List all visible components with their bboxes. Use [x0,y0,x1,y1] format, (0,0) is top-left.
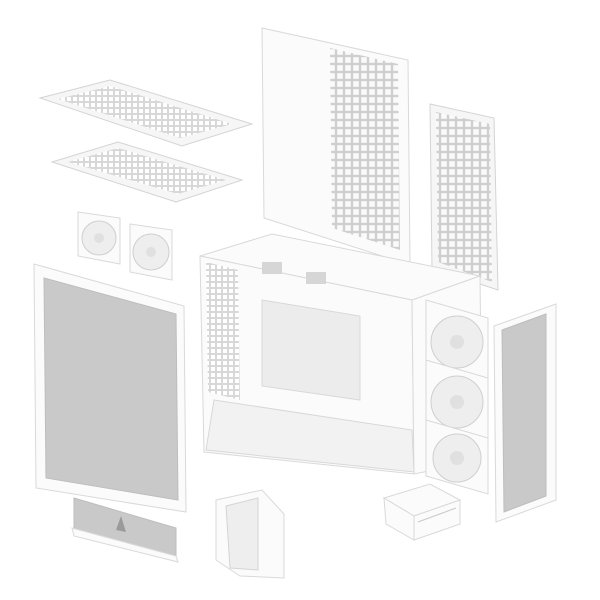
front-glass-panel [493,303,557,523]
tempered-glass-side-panel [33,263,187,513]
fan-icon [129,223,173,281]
top-dust-filter-2 [50,141,244,203]
vertical-gpu-bracket [215,489,285,579]
front-fans [425,299,489,495]
side-mesh-panel [261,27,411,266]
top-dust-filter-1 [38,79,254,147]
psu-shroud-cover [71,497,179,563]
drive-cage [382,483,462,541]
fan-icon [77,211,121,265]
brand-logo [116,516,126,532]
front-mesh-filter [429,103,499,291]
